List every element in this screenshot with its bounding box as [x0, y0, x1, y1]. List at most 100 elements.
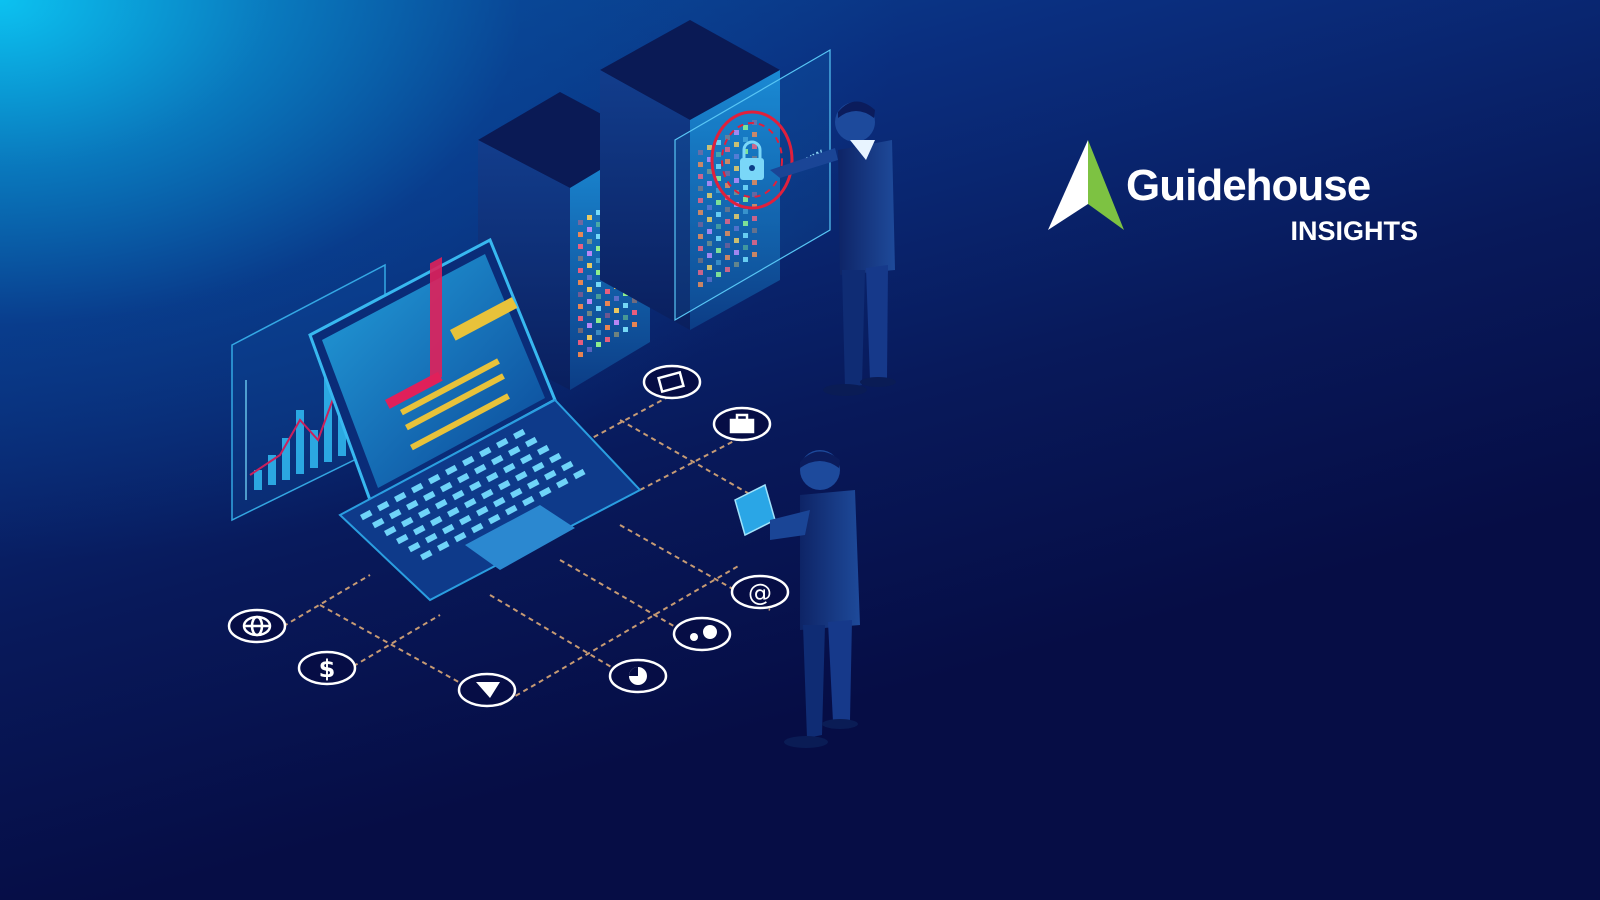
server-led: [698, 162, 703, 167]
guidehouse-logo: Guidehouse INSIGHTS: [1048, 140, 1418, 250]
keyboard-key: [539, 486, 552, 498]
server-led: [716, 260, 721, 265]
keyboard-key: [459, 514, 472, 526]
keyboard-key: [442, 523, 455, 535]
keyboard-key: [469, 480, 482, 492]
server-led: [578, 328, 583, 333]
server-led: [698, 246, 703, 251]
server-led: [623, 303, 628, 308]
keyboard-key: [561, 460, 574, 472]
keyboard-key: [396, 533, 409, 545]
network-icons: @ $: [227, 364, 790, 708]
funnel-icon: [457, 672, 517, 708]
server-led: [707, 157, 712, 162]
briefcase-icon: [712, 406, 772, 442]
server-led: [743, 125, 748, 130]
keyboard-key: [462, 455, 475, 467]
keyboard-key: [418, 507, 431, 519]
server-led: [578, 256, 583, 261]
server-led: [596, 270, 601, 275]
server-led: [605, 289, 610, 294]
pie-chart-icon: [608, 658, 668, 694]
server-led: [596, 342, 601, 347]
keyboard-key: [527, 478, 540, 490]
brand-name: Guidehouse: [1126, 161, 1371, 210]
server-led: [596, 246, 601, 251]
keyboard-key: [411, 482, 424, 494]
server-led: [698, 282, 703, 287]
keyboard-key: [525, 436, 538, 448]
keyboard-key: [384, 525, 397, 537]
server-led: [743, 185, 748, 190]
keyboard-key: [454, 531, 467, 543]
server-led: [707, 253, 712, 258]
server-led: [596, 234, 601, 239]
server-led: [596, 318, 601, 323]
keyboard-key: [544, 469, 557, 481]
server-led: [707, 217, 712, 222]
server-led: [587, 323, 592, 328]
server-led: [623, 327, 628, 332]
server-led: [716, 272, 721, 277]
server-led: [752, 216, 757, 221]
server-led: [632, 298, 637, 303]
keyboard-key: [401, 516, 414, 528]
server-led: [707, 169, 712, 174]
server-led: [605, 337, 610, 342]
server-led: [578, 232, 583, 237]
server-led: [752, 180, 757, 185]
keyboard-key: [377, 500, 390, 512]
server-led: [587, 263, 592, 268]
keyboard-key: [419, 549, 433, 561]
keyboard-key: [485, 471, 499, 483]
keyboard-key: [512, 428, 526, 440]
keyboard-key: [464, 497, 477, 509]
server-led: [587, 311, 592, 316]
keyboard-key: [522, 495, 535, 507]
server-led: [578, 304, 583, 309]
server-led: [734, 154, 739, 159]
keyboard-key: [457, 472, 470, 484]
keyboard-key: [537, 444, 550, 456]
server-led: [707, 181, 712, 186]
server-led: [716, 164, 721, 169]
server-led: [587, 347, 592, 352]
server-led: [596, 306, 601, 311]
keyboard-key: [408, 541, 421, 553]
server-led: [734, 166, 739, 171]
server-led: [734, 178, 739, 183]
server-led: [743, 245, 748, 250]
keyboard-key: [437, 540, 450, 552]
svg-text:$: $: [319, 655, 336, 683]
server-led: [725, 207, 730, 212]
globe-icon: [227, 608, 287, 644]
keyboard-key: [476, 505, 489, 517]
server-led: [707, 145, 712, 150]
server-led: [605, 325, 610, 330]
server-led: [716, 188, 721, 193]
server-led: [734, 130, 739, 135]
server-led: [698, 222, 703, 227]
server-led: [707, 241, 712, 246]
guidehouse-arrow-icon: [1048, 140, 1124, 230]
server-led: [716, 152, 721, 157]
businessman-with-tablet: [734, 450, 860, 748]
server-led: [743, 233, 748, 238]
gears-icon: [672, 616, 732, 652]
server-led: [623, 315, 628, 320]
keyboard-key: [445, 464, 458, 476]
keyboard-key: [427, 473, 441, 485]
server-led: [725, 255, 730, 260]
server-led: [725, 243, 730, 248]
dollar-icon: $: [297, 650, 357, 686]
laptop: [308, 237, 642, 602]
server-led: [716, 140, 721, 145]
server-led: [596, 258, 601, 263]
keyboard-key: [389, 508, 402, 520]
padlock-icon: [710, 110, 794, 210]
server-led: [578, 220, 583, 225]
server-led: [605, 313, 610, 318]
server-led: [743, 221, 748, 226]
keyboard-key: [480, 488, 494, 500]
